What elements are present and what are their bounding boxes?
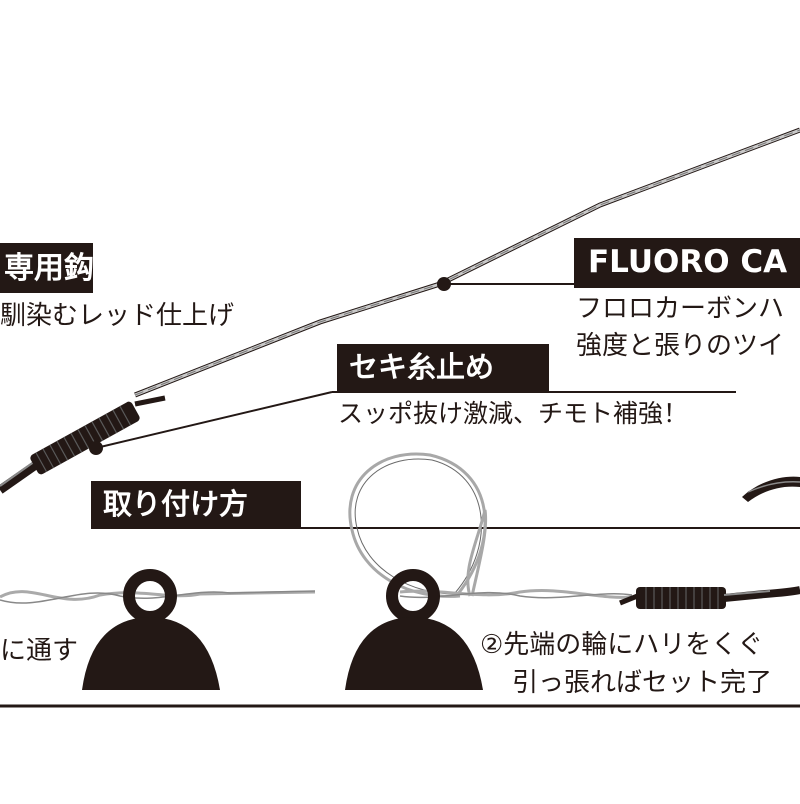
hook-title-tag: 専用鈎 [0, 243, 93, 293]
thread-pointer-dot [89, 441, 103, 455]
sinker-weight-1 [82, 569, 220, 690]
hook-title: 専用鈎 [4, 251, 93, 286]
thread-tag-end [134, 395, 166, 407]
step1-line [0, 590, 316, 604]
fluoro-desc-line2: 強度と張りのツイ [576, 331, 785, 361]
hook-point-topright [742, 476, 800, 502]
fluoro-title: FLUORO CA [588, 244, 788, 280]
thread-desc: スッポ抜け激減、チモト補強！ [338, 399, 689, 428]
step2-hook [619, 586, 800, 609]
thread-binding [30, 401, 140, 475]
hook-shank-highlight [0, 458, 39, 487]
fluoro-title-tag: FLUORO CA [574, 238, 800, 288]
hook-desc: 馴染むレッド仕上げ [0, 301, 235, 331]
howto-title: 取り付け方 [103, 487, 249, 521]
step2-text-line1: ②先端の輪にハリをくぐ [480, 630, 764, 660]
fluoro-desc-line1: フロロカーボンハ [576, 294, 785, 324]
fluoro-pointer-dot [437, 277, 451, 291]
thread-title-tag: セキ糸止め [337, 344, 549, 392]
step2-text-line2: 引っ張ればセット完了 [512, 668, 773, 698]
thread-title: セキ糸止め [349, 350, 495, 384]
hook-shank [0, 458, 43, 494]
sinker-weight-2 [345, 569, 483, 690]
howto-title-tag: 取り付け方 [91, 481, 301, 529]
thread-pointer-line [95, 391, 333, 449]
step2-loop [348, 452, 488, 598]
step1-text: に通す [0, 636, 79, 666]
